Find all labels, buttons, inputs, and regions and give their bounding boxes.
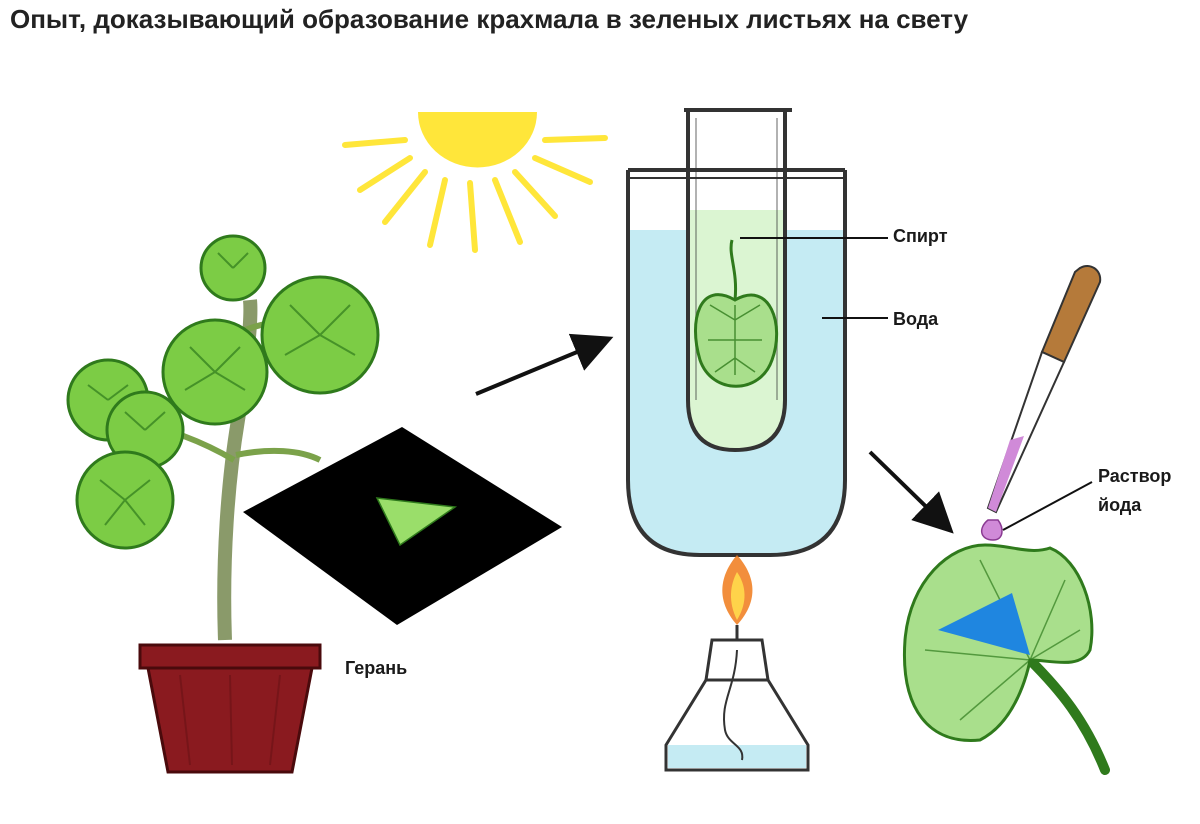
label-water: Вода: [893, 309, 938, 330]
sun-icon: [345, 112, 605, 250]
label-iodine-line1: Раствор: [1098, 466, 1171, 487]
geranium-plant: [68, 236, 378, 640]
spirit-lamp: [666, 555, 808, 770]
pipette-icon: [982, 266, 1101, 540]
page-title: Опыт, доказывающий образование крахмала …: [10, 4, 968, 35]
label-geranium: Герань: [345, 658, 407, 679]
label-alcohol: Спирт: [893, 226, 948, 247]
label-iodine-line2: йода: [1098, 495, 1141, 516]
alcohol-tube: [684, 110, 792, 450]
stained-leaf: [904, 545, 1105, 770]
flower-pot: [140, 645, 320, 772]
light-mask: [243, 427, 562, 625]
